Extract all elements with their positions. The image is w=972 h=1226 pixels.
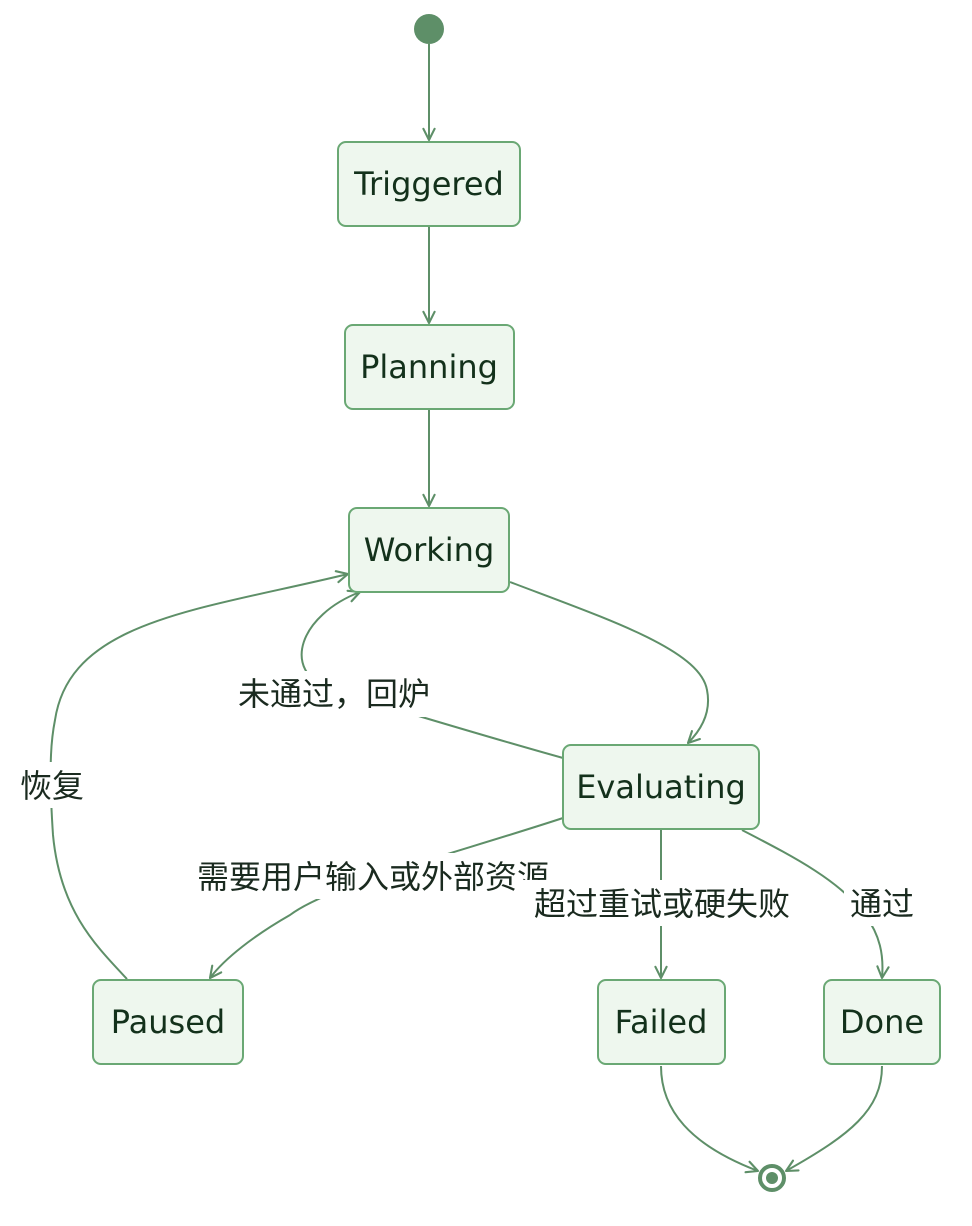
state-done: Done bbox=[823, 979, 941, 1065]
edge-label-needs-input: 需要用户输入或外部资源 bbox=[176, 853, 564, 899]
svg-text:Evaluating: Evaluating bbox=[576, 768, 746, 806]
edge-label-passed: 通过 bbox=[844, 880, 920, 926]
initial-state-dot bbox=[414, 14, 444, 44]
svg-text:Done: Done bbox=[840, 1003, 924, 1041]
svg-text:恢复: 恢复 bbox=[20, 767, 84, 805]
state-planning: Planning bbox=[344, 324, 515, 410]
svg-text:Failed: Failed bbox=[615, 1003, 708, 1041]
edge-label-resume: 恢复 bbox=[14, 762, 90, 808]
state-failed: Failed bbox=[597, 979, 726, 1065]
edge-evaluating-to-paused bbox=[208, 817, 564, 980]
svg-text:Paused: Paused bbox=[111, 1003, 225, 1041]
state-triggered: Triggered bbox=[337, 141, 521, 227]
svg-text:需要用户输入或外部资源: 需要用户输入或外部资源 bbox=[197, 858, 549, 896]
state-paused: Paused bbox=[92, 979, 244, 1065]
edge-label-exceeded: 超过重试或硬失败 bbox=[518, 880, 806, 926]
edge-paused-to-working-resume bbox=[49, 570, 350, 980]
svg-text:超过重试或硬失败: 超过重试或硬失败 bbox=[534, 885, 790, 923]
svg-text:Triggered: Triggered bbox=[353, 165, 504, 203]
svg-text:Working: Working bbox=[364, 531, 495, 569]
svg-text:未通过，回炉: 未通过，回炉 bbox=[238, 675, 430, 713]
state-evaluating: Evaluating bbox=[562, 744, 760, 830]
edge-failed-to-end bbox=[660, 1065, 760, 1174]
edge-label-retry: 未通过，回炉 bbox=[224, 671, 444, 717]
final-state-inner-dot bbox=[766, 1172, 778, 1184]
state-working: Working bbox=[348, 507, 510, 593]
svg-text:Planning: Planning bbox=[360, 348, 498, 386]
edge-done-to-end bbox=[784, 1065, 883, 1173]
edge-working-to-evaluating bbox=[509, 581, 710, 745]
svg-text:通过: 通过 bbox=[850, 885, 914, 923]
